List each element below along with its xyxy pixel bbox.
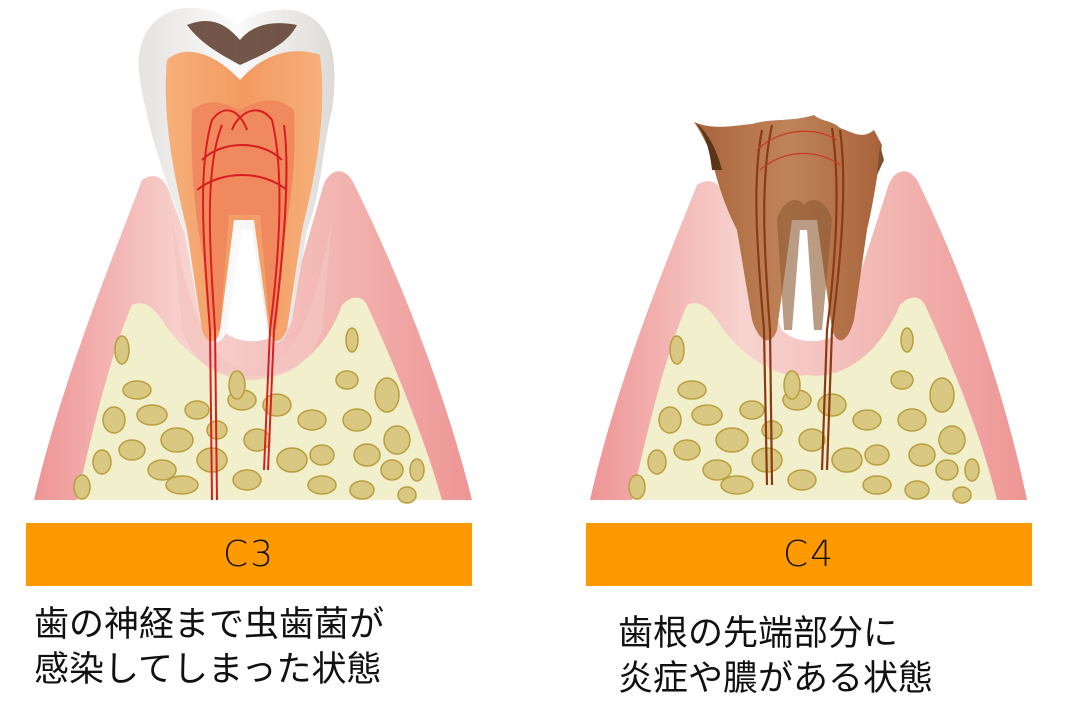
caption-c3: 歯の神経まで虫歯菌が 感染してしまった状態 bbox=[34, 603, 384, 693]
stage-label: C4 bbox=[782, 534, 836, 575]
stage-bar-c3: C3 bbox=[26, 523, 472, 586]
stage-label: C3 bbox=[222, 534, 276, 575]
caption-line: 歯の神経まで虫歯菌が bbox=[34, 605, 385, 645]
panel-c3: C3 歯の神経まで虫歯菌が 感染してしまった状態 bbox=[22, 0, 492, 727]
stage-bar-c4: C4 bbox=[586, 523, 1032, 586]
tooth-c3-illustration bbox=[34, 7, 472, 504]
caption-c4: 歯根の先端部分に 炎症や膿がある状態 bbox=[618, 612, 933, 702]
pulp-shape bbox=[191, 100, 295, 330]
caption-line: 歯根の先端部分に bbox=[618, 614, 899, 654]
panel-c4: C4 歯根の先端部分に 炎症や膿がある状態 bbox=[582, 0, 1052, 727]
caption-line: 感染してしまった状態 bbox=[34, 650, 382, 690]
tooth-c4-illustration bbox=[590, 115, 1027, 504]
caption-line: 炎症や膿がある状態 bbox=[618, 659, 934, 699]
